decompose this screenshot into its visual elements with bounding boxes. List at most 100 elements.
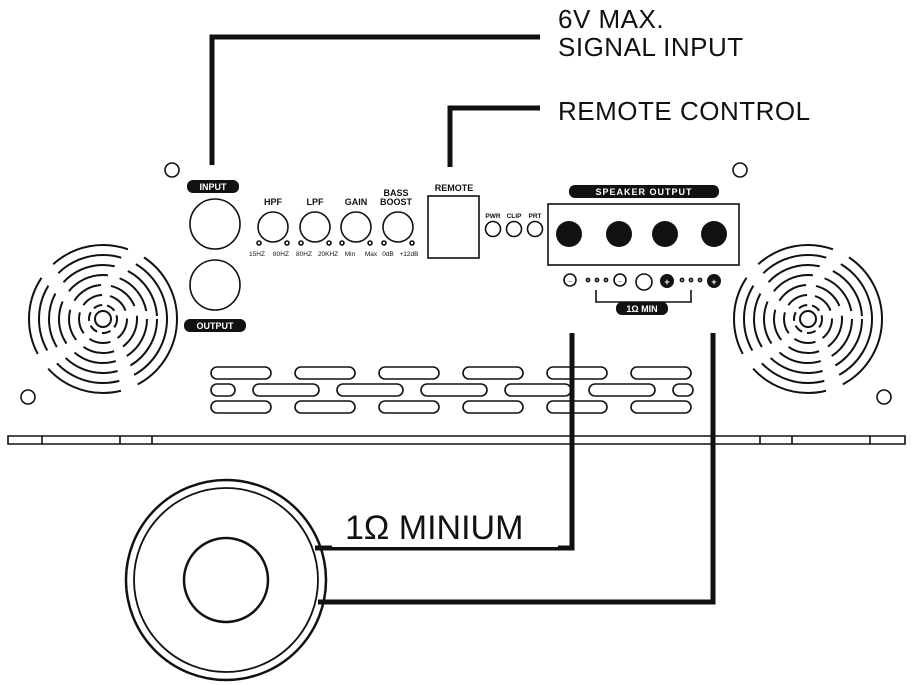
minus-sign-1: −: [568, 279, 572, 286]
vent-slot: [546, 366, 608, 380]
gain-min-label: Min: [345, 251, 356, 258]
signal-input-label-line1: 6V MAX.: [558, 4, 664, 34]
dot: [585, 277, 591, 283]
bass-boost-label-line2: BOOST: [380, 197, 413, 207]
vent-slot: [420, 383, 488, 397]
pwr-led: [484, 220, 502, 238]
impedance-badge: [616, 302, 668, 315]
vent-slot: [588, 383, 656, 397]
gain-label: GAIN: [345, 197, 368, 207]
dot: [688, 277, 694, 283]
speaker-terminal-1[interactable]: [556, 221, 582, 247]
vent-slot: [336, 383, 404, 397]
gain-min-dot: [339, 240, 345, 246]
impedance-badge-label: 1Ω MIN: [626, 304, 657, 314]
lpf-max-label: 20KHZ: [318, 251, 338, 258]
output-label: OUTPUT: [197, 321, 235, 331]
remote-port[interactable]: [427, 195, 480, 259]
speaker-label-bg: [332, 505, 558, 547]
bridge-circle: [635, 273, 653, 291]
chassis-base-rail: [7, 435, 906, 445]
speaker-terminal-4[interactable]: [701, 221, 727, 247]
bass-boost-knob[interactable]: [382, 211, 414, 243]
gain-knob-group: GAIN Min Max: [339, 197, 378, 258]
vent-slot: [210, 366, 272, 380]
bass-boost-min-label: 0dB: [382, 251, 394, 258]
plus-circle-2: [707, 274, 721, 288]
vent-slot: [462, 400, 524, 414]
bass-boost-max-dot: [409, 240, 415, 246]
hpf-min-label: 15HZ: [249, 251, 265, 258]
speaker-output-label: SPEAKER OUTPUT: [595, 187, 692, 197]
vent-slot: [546, 400, 608, 414]
input-label: INPUT: [200, 182, 228, 192]
signal-input-leader-line: [209, 34, 540, 165]
minus-circle-2: [613, 273, 627, 287]
lpf-label: LPF: [307, 197, 325, 207]
output-rca-jack[interactable]: [189, 259, 241, 311]
vent-slot: [294, 366, 356, 380]
lpf-min-label: 80HZ: [296, 251, 312, 258]
gain-max-dot: [367, 240, 373, 246]
cooling-fan-left-icon: [28, 244, 178, 394]
bass-boost-knob-group: BASS BOOST 0dB +12dB: [380, 188, 419, 258]
screw-hole-top-left: [164, 162, 180, 178]
dot: [594, 277, 600, 283]
prt-led: [526, 220, 544, 238]
vent-slot: [630, 400, 692, 414]
pwr-led-label: PWR: [485, 213, 500, 220]
hpf-min-dot: [256, 240, 262, 246]
minus-circle-1: [563, 273, 577, 287]
remote-control-leader-line: [447, 105, 540, 167]
screw-hole-bottom-right: [876, 389, 892, 405]
hpf-knob[interactable]: [257, 211, 289, 243]
cooling-fan-right-icon: [733, 244, 883, 394]
minus-sign-2: −: [618, 279, 622, 286]
clip-led-label: CLIP: [507, 213, 522, 220]
plus-circle-1: [660, 274, 674, 288]
prt-led-label: PRT: [529, 213, 542, 220]
speaker-wire-positive: [318, 333, 716, 605]
dot: [697, 277, 703, 283]
vent-slot: [504, 383, 572, 397]
lpf-max-dot: [326, 240, 332, 246]
speaker-terminal-block: [547, 203, 740, 266]
vent-slot: [210, 400, 272, 414]
gain-knob[interactable]: [340, 211, 372, 243]
hpf-max-label: 80HZ: [273, 251, 289, 258]
vent-slot: [210, 383, 236, 397]
remote-label: REMOTE: [435, 183, 474, 193]
vent-slot: [378, 400, 440, 414]
lpf-knob[interactable]: [299, 211, 331, 243]
remote-control-label: REMOTE CONTROL: [558, 96, 811, 126]
lpf-knob-group: LPF 80HZ 20KHZ: [296, 197, 338, 258]
speaker-terminal-2[interactable]: [606, 221, 632, 247]
vent-slots: [210, 366, 694, 414]
plus-sign-1: +: [664, 277, 669, 287]
speaker-minimum-label: 1Ω MINIUM: [345, 509, 523, 547]
impedance-bracket: [595, 290, 692, 303]
screw-hole-top-right: [732, 162, 748, 178]
bass-boost-label-line1: BASS: [383, 188, 408, 198]
rail-seams: [41, 436, 871, 444]
lpf-min-dot: [298, 240, 304, 246]
bass-boost-max-label: +12dB: [400, 251, 419, 258]
speaker-terminal-3[interactable]: [652, 221, 678, 247]
screw-hole-bottom-left: [20, 389, 36, 405]
speaker-wire-negative: [315, 333, 575, 551]
dot: [603, 277, 609, 283]
hpf-knob-group: HPF 15HZ 80HZ: [249, 197, 290, 258]
speaker-icon: [124, 478, 328, 682]
input-rca-jack[interactable]: [189, 198, 241, 250]
plus-sign-2: +: [711, 277, 716, 287]
output-badge: [184, 319, 246, 332]
bass-boost-min-dot: [381, 240, 387, 246]
vent-slot: [378, 366, 440, 380]
vent-slot: [630, 366, 692, 380]
gain-max-label: Max: [365, 251, 378, 258]
dot: [679, 277, 685, 283]
speaker-output-badge: [569, 185, 719, 198]
hpf-label: HPF: [264, 197, 283, 207]
vent-slot: [462, 366, 524, 380]
